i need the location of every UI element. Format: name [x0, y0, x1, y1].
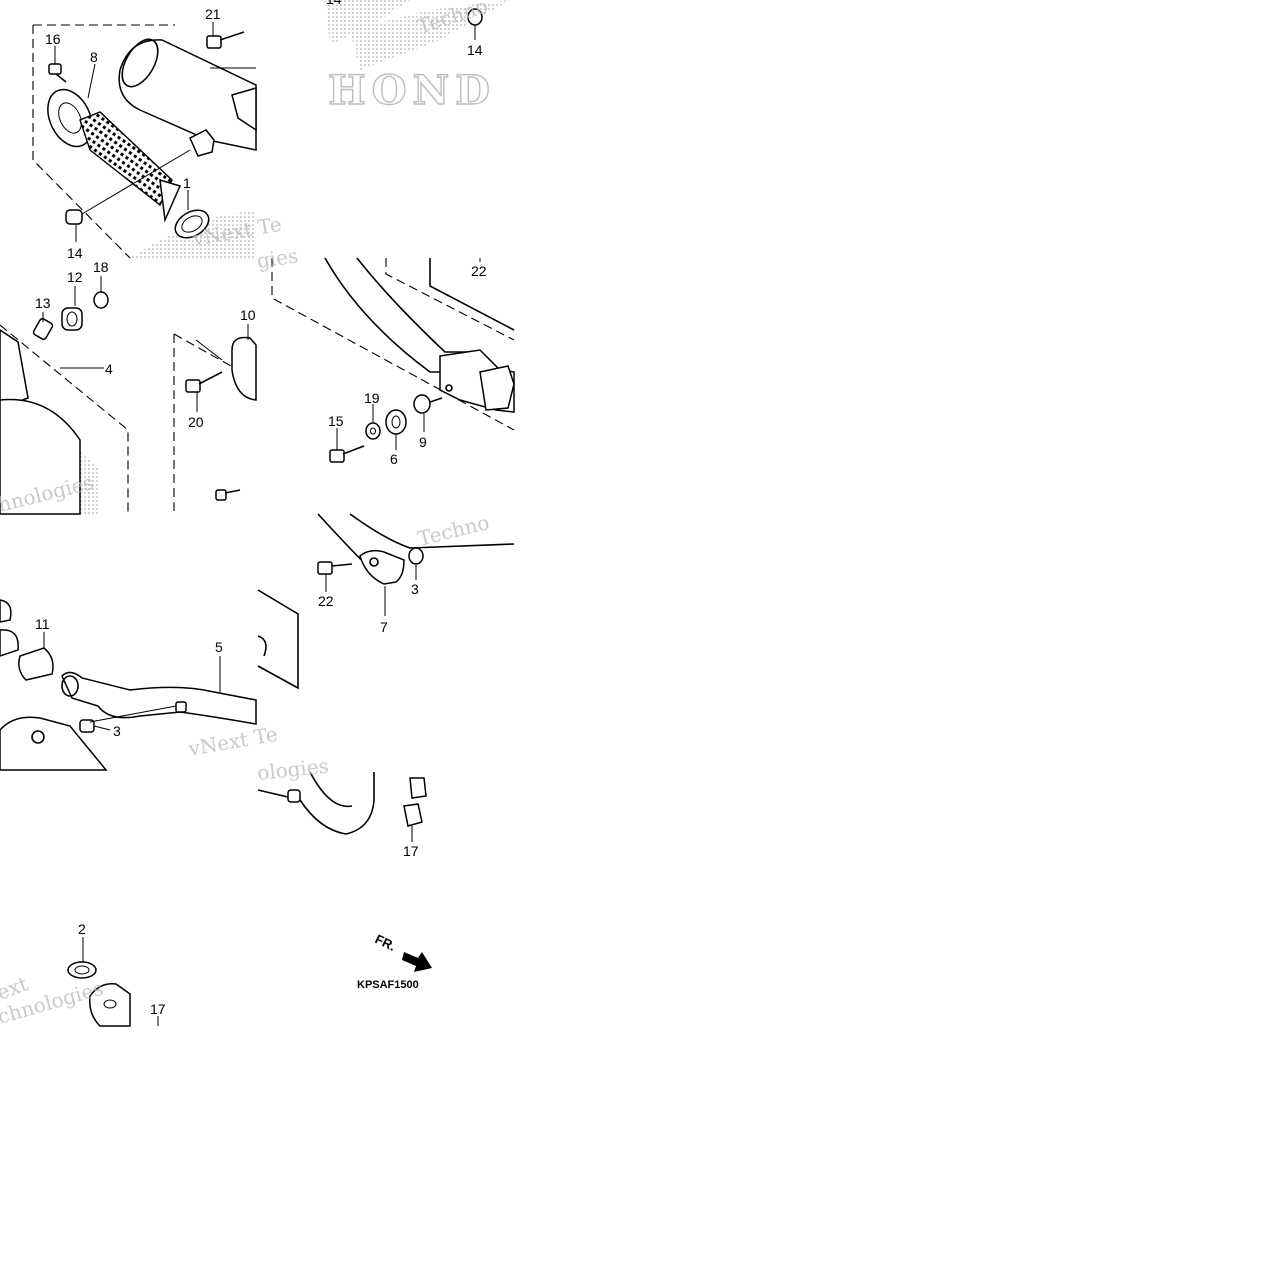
callout-label: 8 — [90, 49, 98, 65]
tile-hanger-grommets — [0, 276, 257, 515]
stud-nut-17 — [403, 777, 427, 842]
callout-label: 16 — [45, 31, 61, 47]
tile-brand-logo: HOND — [325, 0, 510, 115]
callout-label: 1 — [183, 175, 191, 191]
collar-13 — [32, 318, 54, 340]
callout-label: 22 — [318, 593, 334, 609]
bolt-22 — [317, 561, 353, 575]
tile-muffler-assembly — [32, 22, 257, 259]
callout-label: 14 — [467, 42, 483, 58]
muffler-can — [118, 38, 257, 151]
callout-label: 2 — [78, 921, 86, 937]
watermark-text: gies — [255, 243, 299, 273]
spark-arrester — [47, 88, 182, 223]
washer-19 — [365, 422, 381, 440]
collar-9 — [413, 394, 443, 414]
watermark-text: Techno — [414, 0, 491, 39]
callout-label: 9 — [419, 434, 427, 450]
callout-label: 4 — [105, 361, 113, 377]
callout-label: 3 — [411, 581, 419, 597]
bolt-20 — [185, 371, 223, 393]
rubber-12 — [61, 307, 83, 331]
callout-label: 21 — [205, 6, 221, 22]
callout-label: 13 — [35, 295, 51, 311]
rubber-6 — [385, 409, 407, 435]
callout-label: 20 — [188, 414, 204, 430]
front-direction-arrow: FR. — [373, 931, 432, 972]
callout-label: 11 — [35, 616, 50, 632]
heat-protector-7 — [359, 549, 405, 585]
callout-label: 7 — [380, 619, 388, 635]
callout-label: 5 — [215, 639, 223, 655]
watermark-text: ologies — [256, 754, 330, 785]
callout-label: 14 — [326, 0, 342, 7]
tile-protector-mount — [317, 513, 515, 616]
callout-label: 22 — [471, 263, 487, 279]
gasket-1 — [174, 209, 210, 239]
pipe-joint-11 — [18, 647, 54, 681]
callout-label: 18 — [93, 259, 109, 275]
callout-labels: 21 16 8 14 1 14 14 12 18 13 4 10 20 22 1… — [35, 0, 487, 1017]
tile-gasket: FR. KPSAF1500 — [67, 931, 432, 1027]
exhaust-pipe-5 — [61, 671, 257, 725]
callout-label: 17 — [403, 843, 419, 859]
tile-header-mount — [271, 257, 515, 463]
tile-exhaust-pipe — [0, 589, 299, 771]
callout-label: 6 — [390, 451, 398, 467]
bolt-16 — [48, 63, 67, 83]
callout-label: 10 — [240, 307, 256, 323]
callout-label: 15 — [328, 413, 344, 429]
exhaust-mount-bracket — [439, 349, 515, 413]
callout-label: 17 — [150, 1001, 166, 1017]
callout-label: 14 — [67, 245, 83, 261]
callout-label: 12 — [67, 269, 83, 285]
brand-logo-text: HOND — [328, 67, 496, 114]
gasket-2 — [67, 961, 97, 979]
diagram-code: KPSAF1500 — [357, 979, 419, 991]
callout-label: 3 — [113, 723, 121, 739]
bolt-15 — [329, 445, 365, 463]
callout-label: 19 — [364, 390, 380, 406]
watermark-text: vNext Te — [186, 722, 280, 761]
bolt-21 — [206, 31, 245, 49]
tile-header-flange — [257, 771, 427, 842]
front-direction-label: FR. — [373, 931, 398, 954]
